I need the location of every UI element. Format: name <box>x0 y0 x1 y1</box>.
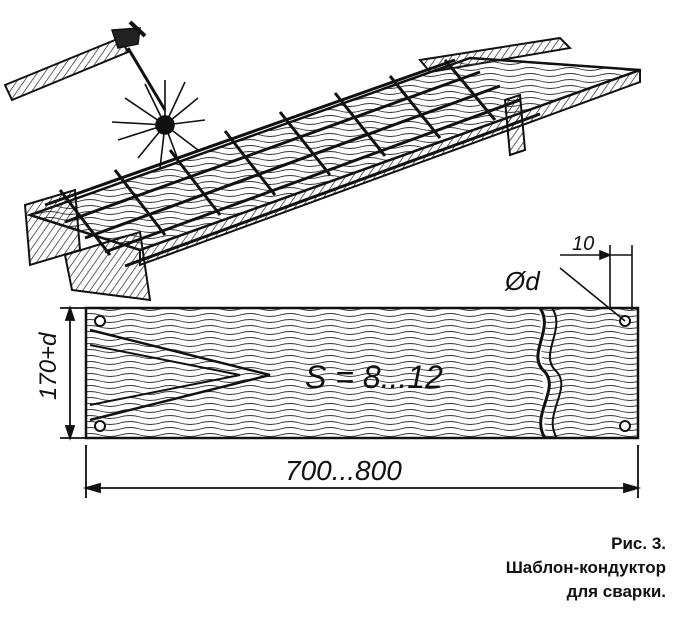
length-dimension <box>82 445 642 498</box>
jig-3d-illustration <box>23 36 641 302</box>
welding-spark-icon <box>111 80 206 169</box>
figure-number: Рис. 3. <box>611 534 666 553</box>
offset-label: 10 <box>572 233 594 255</box>
figure-caption: Рис. 3. Шаблон-кондуктор для сварки. <box>506 532 666 604</box>
hole-dimension <box>559 245 633 322</box>
welding-torch-illustration <box>3 20 167 111</box>
template-plate-drawing <box>84 306 640 440</box>
height-dimension <box>60 305 86 441</box>
caption-title-line2: для сварки. <box>566 582 666 601</box>
caption-title-line1: Шаблон-кондуктор <box>505 558 666 577</box>
hole-diameter-label: Ød <box>504 266 541 296</box>
thickness-label: S = 8...12 <box>305 359 443 395</box>
length-label: 700...800 <box>285 455 402 486</box>
height-label: 170+d <box>35 332 62 400</box>
